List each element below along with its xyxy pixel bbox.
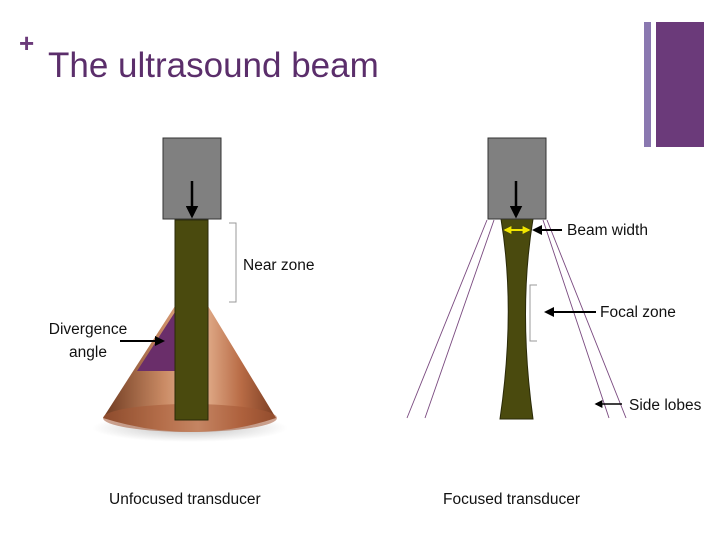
unfocused-caption: Unfocused transducer <box>109 491 261 508</box>
focused-beam <box>499 218 534 420</box>
title-bullet: + <box>19 28 35 58</box>
slide-title: The ultrasound beam <box>48 46 379 85</box>
side-lobe-line <box>406 219 488 419</box>
side-lobe-line <box>424 219 495 419</box>
beam-width-label: Beam width <box>567 222 648 239</box>
unfocused-beam <box>174 219 209 421</box>
focused-caption: Focused transducer <box>443 491 580 508</box>
decorative-bar-thin <box>644 22 651 147</box>
near-zone-bracket <box>229 222 237 303</box>
side-lobe-line <box>542 219 610 419</box>
side-lobes-label: Side lobes <box>629 397 702 414</box>
focal-zone-bracket <box>529 284 537 342</box>
focal-zone-label: Focal zone <box>600 304 676 321</box>
decorative-bar-thick <box>656 22 704 147</box>
side-lobe-line <box>546 219 627 419</box>
divergence-angle-label-line2: angle <box>69 344 107 361</box>
near-zone-label: Near zone <box>243 257 315 274</box>
divergence-angle-label-line1: Divergence <box>48 321 128 338</box>
